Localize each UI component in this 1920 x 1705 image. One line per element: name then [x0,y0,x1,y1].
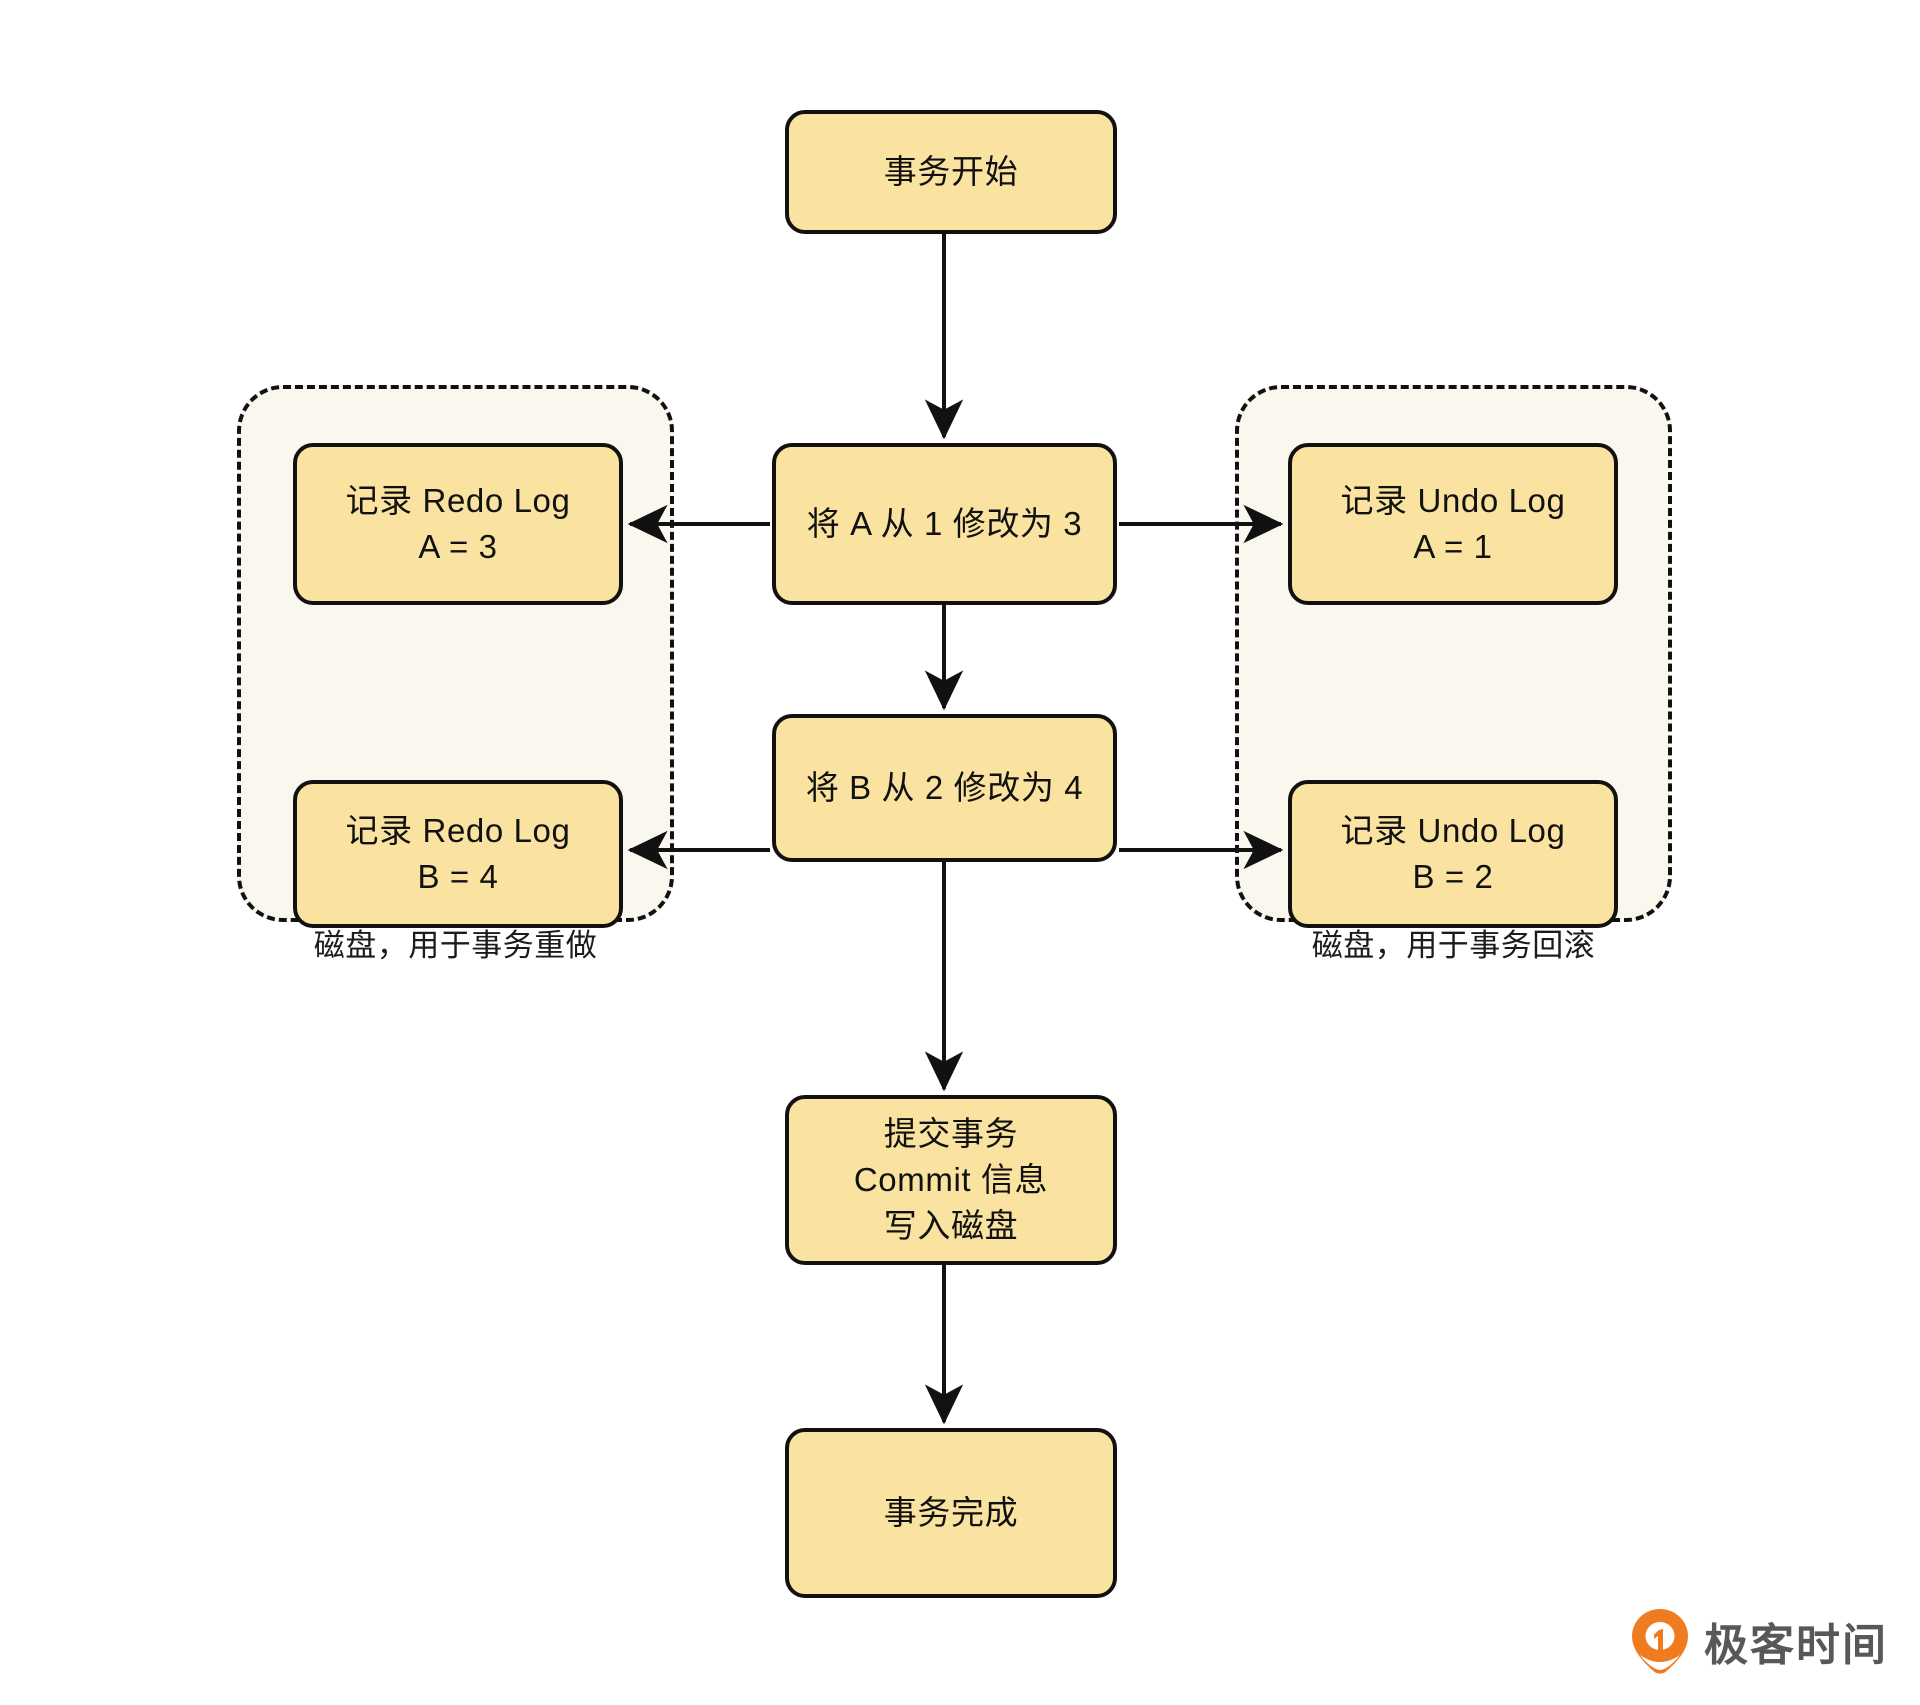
node-commit-transaction[interactable]: 提交事务 Commit 信息 写入磁盘 [785,1095,1117,1265]
brand-name: 极客时间 [1704,1620,1888,1671]
node-transaction-done[interactable]: 事务完成 [785,1428,1117,1598]
node-modify-a[interactable]: 将 A 从 1 修改为 3 [772,443,1117,605]
node-transaction-start[interactable]: 事务开始 [785,110,1117,234]
geektime-pin-icon [1630,1608,1690,1674]
node-undo-log-a[interactable]: 记录 Undo Log A = 1 [1288,443,1618,605]
node-redo-log-b[interactable]: 记录 Redo Log B = 4 [293,780,623,928]
brand-logo: 极客时间 [1630,1608,1888,1674]
node-modify-b[interactable]: 将 B 从 2 修改为 4 [772,714,1117,862]
node-undo-log-b[interactable]: 记录 Undo Log B = 2 [1288,780,1618,928]
node-redo-log-a[interactable]: 记录 Redo Log A = 3 [293,443,623,605]
